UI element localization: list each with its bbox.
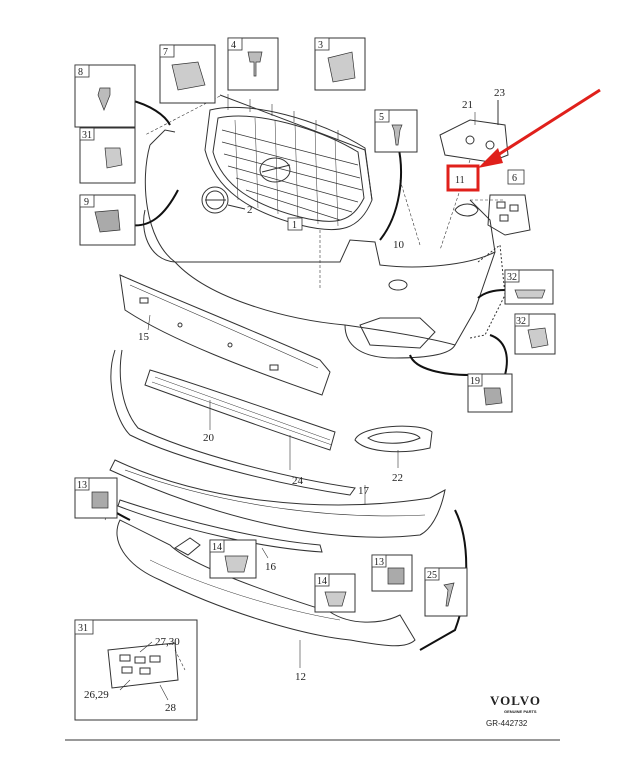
box-5-num: 5 (379, 112, 384, 123)
reinforcement-beam (119, 274, 331, 396)
label-12: 12 (295, 671, 306, 683)
callout-31a: 31 (79, 127, 136, 184)
callout-18: 19 (467, 373, 513, 413)
bumper-cover (143, 129, 506, 359)
callout-25: 31 (74, 619, 198, 721)
callout-3: 3 (314, 37, 366, 91)
label-27-30: 27,30 (155, 636, 180, 648)
label-28: 28 (165, 702, 177, 714)
box-13b-num: 13 (374, 557, 384, 568)
bracket-21 (439, 100, 509, 163)
label-24: 24 (292, 475, 304, 487)
callout-14b: 14 (314, 573, 356, 613)
callout-31b: 32 (504, 269, 554, 305)
box-31b-num: 32 (507, 272, 517, 283)
sensor-bracket-6 (487, 194, 531, 236)
callout-32: 32 (514, 313, 556, 355)
callout-8: 8 (74, 64, 136, 128)
label-16: 16 (265, 561, 277, 573)
lower-grille-insert (144, 369, 336, 451)
box-25-num: 31 (78, 623, 88, 634)
box-9-num: 9 (84, 197, 89, 208)
box-13a-num: 13 (77, 480, 87, 491)
callout-13b: 13 (371, 554, 413, 592)
box-8-num: 8 (78, 67, 83, 78)
label-leaders (119, 112, 476, 701)
underbody-shield (116, 519, 416, 647)
box-18-num: 19 (470, 376, 480, 387)
box-32-num: 32 (516, 316, 526, 327)
trim-strip (117, 499, 323, 553)
callout-9: 9 (79, 194, 136, 246)
box-14b-num: 14 (317, 576, 327, 587)
box-11-num: 11 (455, 175, 465, 186)
callout-11: 11 (446, 164, 480, 192)
label-22: 22 (392, 472, 403, 484)
lower-trim-strip (110, 349, 356, 496)
callout-6: 6 (507, 169, 525, 185)
label-15: 15 (138, 331, 150, 343)
box-31a-num: 31 (82, 130, 92, 141)
label-23: 23 (494, 87, 506, 99)
license-plate-holder (107, 642, 179, 689)
callout-4: 4 (227, 37, 279, 91)
highlight-arrow (478, 88, 601, 168)
callout-13a: 13 (74, 477, 118, 519)
box-1-num: 1 (292, 220, 297, 231)
brand-subtitle: GENUINE PARTS (504, 709, 537, 714)
lower-spoiler (109, 459, 446, 538)
clip-11 (454, 203, 479, 217)
box-3-num: 3 (318, 40, 323, 51)
callout-7: 7 (159, 44, 216, 104)
brand-logo: VOLVO (490, 693, 541, 708)
cap-10 (388, 279, 408, 291)
label-20: 20 (203, 432, 215, 444)
label-17: 17 (358, 485, 370, 497)
label-21: 21 (462, 99, 473, 111)
front-grille (204, 94, 373, 231)
callout-5: 5 (374, 109, 418, 153)
box-4-num: 4 (231, 40, 236, 51)
label-26-29: 26,29 (84, 689, 109, 701)
callout-14a: 14 (209, 539, 257, 579)
box-14a-num: 14 (212, 542, 222, 553)
label-2: 2 (247, 204, 253, 216)
footer-brand: VOLVO GENUINE PARTS GR-442732 (486, 693, 541, 728)
callout-19: 25 (424, 567, 468, 617)
volvo-emblem (201, 186, 246, 214)
box-7-num: 7 (163, 47, 168, 58)
callout-1: 1 (287, 217, 303, 231)
diagram-reference: GR-442732 (486, 719, 528, 728)
fog-lamp-trim (354, 425, 433, 453)
label-10: 10 (393, 239, 405, 251)
box-19-num: 25 (427, 570, 437, 581)
box-6-num: 6 (512, 173, 517, 184)
